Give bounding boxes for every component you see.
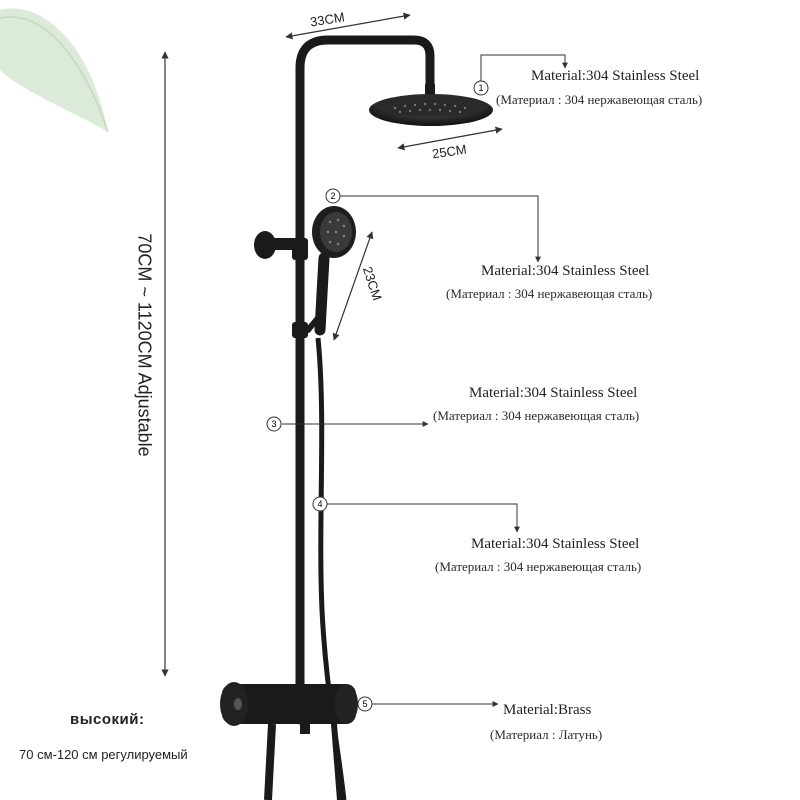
callout-1-material-ru: (Материал : 304 нержавеющая сталь) <box>496 92 703 107</box>
svg-text:4: 4 <box>317 499 322 509</box>
callout-1-marker: 1 <box>473 80 489 96</box>
dimension-head-diameter <box>397 126 503 151</box>
callout-4-material-ru: (Материал : 304 нержавеющая сталь) <box>435 559 642 574</box>
callout-5-marker: 5 <box>357 696 373 712</box>
hand-shower <box>312 206 356 336</box>
callout-4-marker: 4 <box>312 496 328 512</box>
dimension-handheld-length <box>332 231 374 341</box>
callout-5-material: Material:Brass <box>503 702 592 718</box>
height-note-title: высокий: <box>70 711 145 728</box>
svg-text:5: 5 <box>362 699 367 709</box>
shower-column <box>295 35 435 725</box>
callout-5-material-ru: (Материал : Латунь) <box>490 727 603 742</box>
callout-3-marker: 3 <box>266 416 282 432</box>
svg-text:2: 2 <box>330 191 335 201</box>
callout-leaders <box>282 54 568 707</box>
callout-3-material-ru: (Материал : 304 нержавеющая сталь) <box>433 408 640 423</box>
height-label: 70CM ~ 1120CM Adjustable <box>134 233 155 457</box>
svg-text:3: 3 <box>271 419 276 429</box>
height-note-text: 70 см-120 см регулируемый <box>19 747 188 762</box>
svg-text:1: 1 <box>478 83 483 93</box>
shower-hose <box>315 337 347 800</box>
callout-3-material: Material:304 Stainless Steel <box>469 385 638 401</box>
callout-2-marker: 2 <box>325 188 341 204</box>
callout-2-material-ru: (Материал : 304 нержавеющая сталь) <box>446 286 653 301</box>
callout-1-material: Material:304 Stainless Steel <box>531 68 700 84</box>
callout-2-material: Material:304 Stainless Steel <box>481 263 650 279</box>
leaf-decoration <box>0 8 109 133</box>
thermostatic-mixer <box>220 682 358 800</box>
callout-4-material: Material:304 Stainless Steel <box>471 536 640 552</box>
dimension-top-width <box>285 12 411 40</box>
rain-shower-head <box>369 94 493 126</box>
